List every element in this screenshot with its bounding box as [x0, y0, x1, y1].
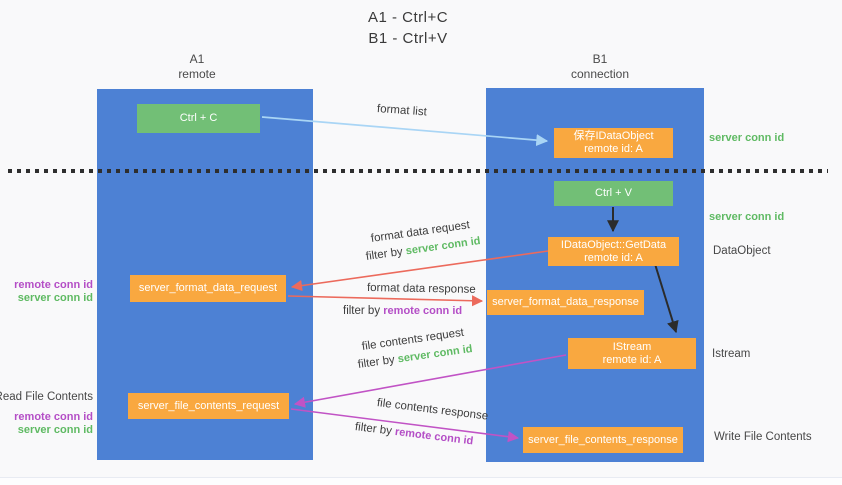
title-line-2: B1 - Ctrl+V: [368, 30, 448, 47]
right-label-server-conn-id-top: server conn id: [709, 132, 785, 144]
left-column-name: A1: [189, 52, 205, 66]
node-server-format-data-response: server_format_data_response: [487, 290, 644, 315]
label-filter-by-remote-conn-id-2: filter by remote conn id: [354, 421, 474, 447]
filter-by-text: filter by: [365, 245, 407, 263]
left-label-remote-conn-id-bottom: remote conn id: [14, 411, 93, 423]
filter-by-text: filter by: [357, 353, 399, 371]
node-getdata-line2: remote id: A: [584, 251, 643, 264]
label-format-list: format list: [376, 103, 428, 119]
node-getdata-line1: IDataObject::GetData: [560, 238, 667, 251]
node-save-dataobject-line1: 保存IDataObject: [573, 130, 654, 142]
filter-by-text: filter by: [354, 421, 396, 438]
left-label-server-conn-id-top: server conn id: [17, 292, 93, 304]
node-ctrl-v-label: Ctrl + V: [595, 187, 632, 199]
right-label-dataobject: DataObject: [713, 245, 771, 257]
filter-by-text: filter by: [343, 305, 384, 317]
right-label-write-file-contents: Write File Contents: [714, 431, 812, 443]
node-format-request-label: server_format_data_request: [138, 282, 278, 294]
node-save-dataobject: 保存IDataObject remote id: A: [554, 128, 673, 158]
left-column-header: A1 remote: [97, 52, 297, 82]
node-server-format-data-request: server_format_data_request: [130, 275, 286, 302]
node-format-response-label: server_format_data_response: [492, 296, 639, 308]
right-column-role: connection: [570, 67, 630, 81]
node-istream-line1: IStream: [612, 340, 652, 353]
node-istream: IStream remote id: A: [568, 338, 696, 369]
node-file-request-label: server_file_contents_request: [137, 399, 280, 412]
left-label-server-conn-id-bottom: server conn id: [17, 424, 93, 436]
phase-separator-dashed-line: [8, 169, 828, 173]
title-line-1: A1 - Ctrl+C: [367, 9, 449, 26]
node-ctrl-v: Ctrl + V: [554, 181, 673, 206]
node-server-file-contents-response: server_file_contents_response: [523, 427, 683, 453]
node-ctrl-c: Ctrl + C: [137, 104, 260, 133]
label-filter-by-remote-conn-id-1: filter by remote conn id: [343, 305, 462, 317]
node-server-file-contents-request: server_file_contents_request: [128, 393, 289, 419]
node-istream-line2: remote id: A: [602, 353, 662, 366]
node-ctrl-c-label: Ctrl + C: [179, 112, 218, 124]
arrow-format-data-response: [287, 295, 484, 307]
bottom-divider-line: [0, 477, 842, 478]
right-column-header: B1 connection: [495, 52, 705, 82]
left-label-remote-conn-id-top: remote conn id: [14, 279, 93, 291]
node-save-dataobject-line2: remote id: A: [584, 143, 643, 155]
remote-conn-id-text: remote conn id: [394, 425, 474, 448]
right-label-istream: Istream: [712, 348, 751, 360]
node-idataobject-getdata: IDataObject::GetData remote id: A: [548, 237, 679, 266]
diagram-title: A1 - Ctrl+C B1 - Ctrl+V: [308, 7, 508, 49]
label-file-contents-response: file contents response: [376, 397, 489, 423]
right-label-server-conn-id-mid: server conn id: [709, 211, 785, 223]
node-file-response-label: server_file_contents_response: [528, 433, 678, 446]
left-label-read-file-contents: Read File Contents: [0, 391, 93, 403]
bottom-margin: [0, 478, 842, 485]
remote-conn-id-text: remote conn id: [383, 305, 463, 317]
left-column-role: remote: [178, 67, 216, 81]
label-format-data-response: format data response: [366, 282, 476, 296]
right-column-name: B1: [592, 52, 608, 66]
